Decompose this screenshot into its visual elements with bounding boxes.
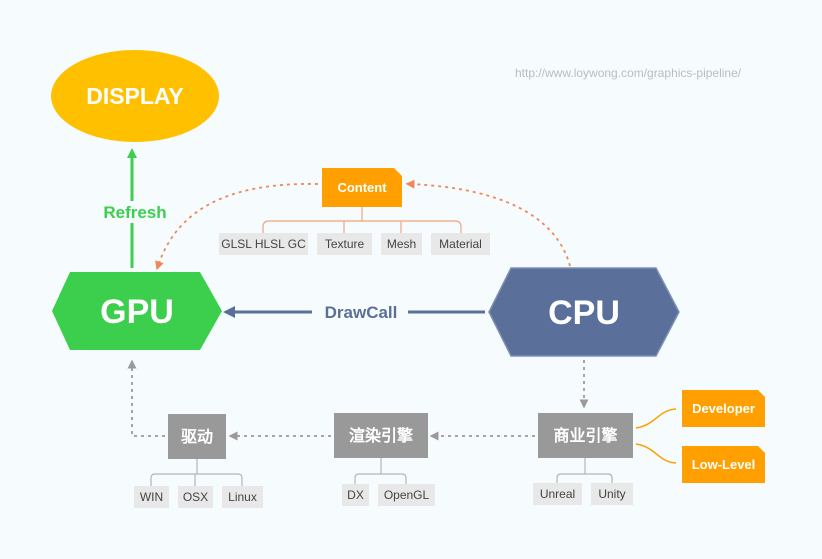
driver-item: WIN [134,486,169,508]
commercial-item: Unity [591,483,633,505]
commercial-engine-label: 商业引擎 [553,426,618,445]
lowlevel-node: Low-Level [682,446,765,483]
render-item-label: DX [347,488,364,502]
content-item-label: Material [439,237,482,251]
render-item: DX [342,484,369,506]
developer-node: Developer [682,390,765,427]
driver-item-label: WIN [140,490,163,504]
content-item-label: Mesh [387,237,416,251]
driver-bracket [150,459,243,486]
lowlevel-label: Low-Level [692,457,756,472]
render-engine-label: 渲染引擎 [349,426,414,445]
content-label: Content [337,180,387,195]
content-to-gpu-arrow [155,183,319,271]
source-url: http://www.loywong.com/graphics-pipeline… [515,66,742,80]
display-node: DISPLAY [51,50,219,142]
driver-item-label: OSX [183,490,208,504]
display-label: DISPLAY [86,83,184,109]
driver-item: OSX [178,486,213,508]
commercial-item-label: Unreal [540,487,575,501]
content-item: Mesh [381,233,422,255]
content-item: GLSL HLSL GC [219,233,308,255]
driver-label: 驱动 [181,428,213,446]
driver-item-label: Linux [228,490,257,504]
render-item: OpenGL [378,484,435,506]
content-item-label: GLSL HLSL GC [221,237,306,251]
content-bracket [262,207,462,233]
refresh-label: Refresh [103,203,166,222]
gpu-node: GPU [52,272,222,350]
render-engine-node: 渲染引擎 [334,413,428,458]
render-item-label: OpenGL [384,488,430,502]
commercial-item: Unreal [533,483,582,505]
lowlevel-branch [635,443,677,464]
developer-label: Developer [692,401,755,416]
commercial-item-label: Unity [598,487,625,501]
content-item: Texture [317,233,372,255]
commercial-engine-node: 商业引擎 [538,413,633,458]
render-bracket [354,458,407,484]
driver-node: 驱动 [168,414,226,459]
commercial-bracket [556,458,613,484]
cpu-node: CPU [488,267,680,357]
content-item: Material [431,233,490,255]
developer-branch [635,408,677,429]
gpu-label: GPU [100,293,174,331]
driver-item: Linux [222,486,263,508]
driver-to-gpu-arrow [127,359,165,437]
content-node: Content [322,168,402,207]
cpu-label: CPU [548,294,620,332]
drawcall-label: DrawCall [325,303,398,322]
content-item-label: Texture [325,237,365,251]
